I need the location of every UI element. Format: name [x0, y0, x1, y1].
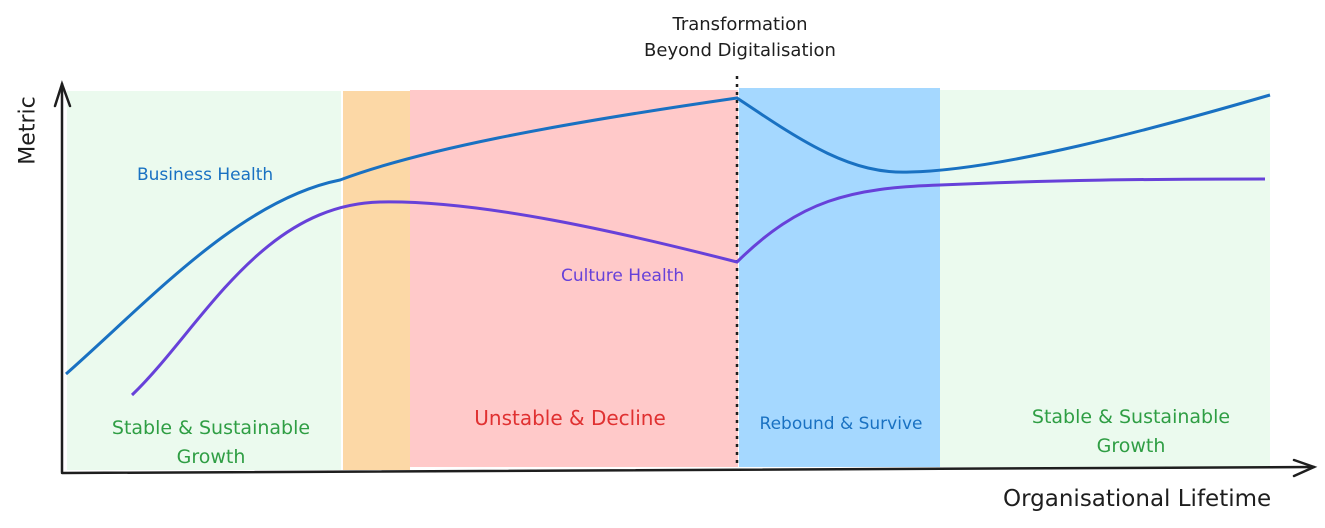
- title-line-2: Beyond Digitalisation: [644, 40, 836, 61]
- phase-label-line: Rebound & Survive: [759, 414, 923, 434]
- title-line-1: Transformation: [672, 14, 808, 35]
- business-health-label: Business Health: [137, 165, 274, 185]
- phase-label-line: Growth: [1096, 435, 1166, 457]
- x-axis: [60, 458, 1318, 478]
- y-axis: [53, 80, 72, 474]
- phase-transition: [343, 91, 410, 470]
- phase-label-rebound-survive: Rebound & Survive: [744, 414, 938, 434]
- phase-label-stable-growth-2: Stable & Sustainable Growth: [1006, 403, 1256, 461]
- phase-stable-growth-1: [67, 91, 341, 470]
- business-health-line: [65, 93, 1271, 376]
- phase-label-line: Stable & Sustainable: [111, 417, 311, 439]
- y-axis-label: Metric: [15, 96, 41, 165]
- phase-label-line: Unstable & Decline: [474, 406, 666, 430]
- phase-rebound-survive: [739, 88, 940, 467]
- culture-health-label: Culture Health: [561, 266, 685, 286]
- phase-unstable-decline: [410, 90, 738, 467]
- phase-label-unstable-decline: Unstable & Decline: [440, 406, 700, 430]
- phase-stable-growth-2: [940, 90, 1270, 467]
- x-axis-label: Organisational Lifetime: [1003, 486, 1272, 512]
- phase-label-stable-growth-1: Stable & Sustainable Growth: [86, 414, 336, 472]
- transformation-title: Transformation Beyond Digitalisation: [620, 12, 860, 64]
- culture-health-line: [130, 177, 1266, 397]
- phase-label-line: Stable & Sustainable: [1031, 406, 1231, 428]
- phase-label-line: Growth: [176, 446, 246, 468]
